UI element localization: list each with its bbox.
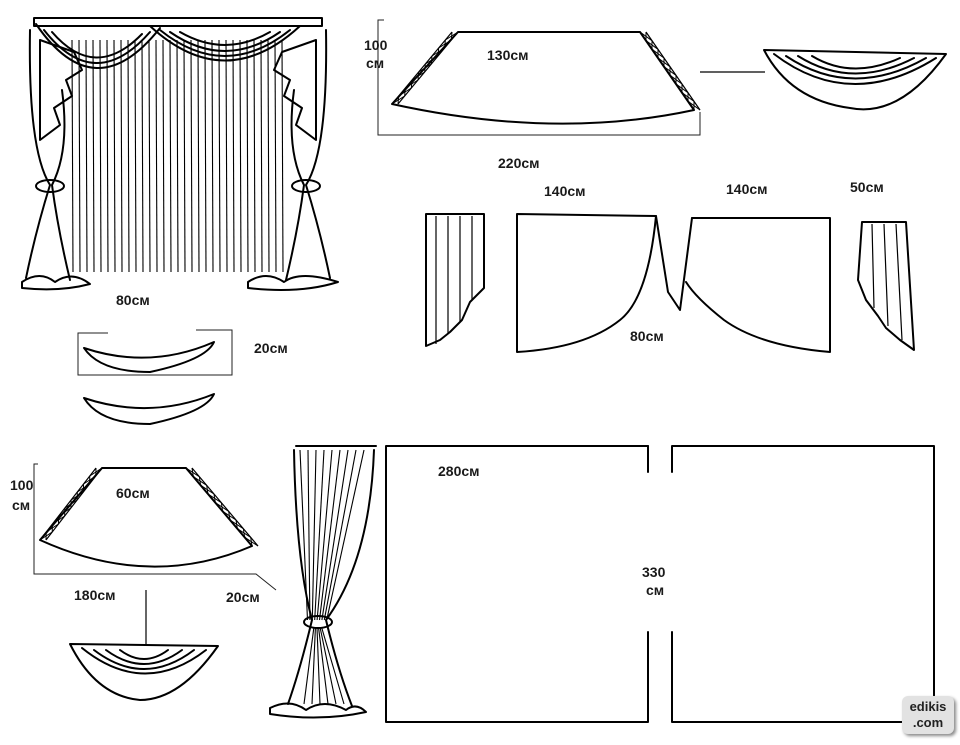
panel-pleat-line: [320, 628, 336, 704]
finished-curtain-illustration: [22, 18, 338, 290]
swag-top-width: 130см: [487, 47, 529, 63]
sheer-pleat-line: [114, 40, 115, 272]
panel-height-unit: см: [646, 582, 664, 598]
tieback-pattern: 80см 20см: [78, 292, 288, 424]
small-swag-side: 20см: [226, 589, 260, 605]
panel-pleat-line: [308, 450, 310, 620]
lace-trim-stroke: [398, 96, 399, 104]
half-panel-left-width: 140см: [544, 183, 586, 199]
sheer-pleat-line: [79, 40, 80, 272]
sheer-pleats: [72, 40, 283, 272]
panel-width: 280см: [438, 463, 480, 479]
small-swag-height-unit: см: [12, 497, 30, 513]
panel-pleat-line: [322, 628, 344, 704]
sheer-pleat-line: [247, 40, 248, 272]
sheer-pleat-line: [107, 40, 108, 272]
sheer-pleat-line: [261, 40, 262, 272]
half-panel-left: [517, 214, 692, 352]
panel-height-value: 330: [642, 564, 666, 580]
swag-pattern-small: 100 см 60см 180см 20см: [10, 464, 276, 644]
small-swag-bottom-width: 180см: [74, 587, 116, 603]
half-panel-right: [686, 218, 830, 352]
sheer-pleat-line: [212, 40, 213, 272]
sheer-pleat-line: [184, 40, 185, 272]
cascade-left: [426, 214, 484, 346]
lace-trim-stroke: [418, 72, 419, 80]
finished-swag-small: [70, 644, 218, 700]
sheer-pleat-line: [205, 40, 206, 272]
small-swag-top-width: 60см: [116, 485, 150, 501]
sheer-pleat-line: [149, 40, 150, 272]
sheer-pleat-line: [163, 40, 164, 272]
sheer-pleat-line: [198, 40, 199, 272]
sheer-pleat-line: [219, 40, 220, 272]
swag-height-value: 100: [364, 37, 388, 53]
swag-height-unit: см: [366, 55, 384, 71]
cascade-right: [858, 222, 914, 350]
tieback-width: 20см: [254, 340, 288, 356]
sheer-pleat-line: [170, 40, 171, 272]
lace-trim-stroke: [451, 32, 452, 40]
sheer-pleat-line: [156, 40, 157, 272]
sheer-pleat-line: [121, 40, 122, 272]
sheer-pleat-line: [86, 40, 87, 272]
half-panel-right-width: 140см: [726, 181, 768, 197]
swag-pattern-large: 130см 100 см 220см: [364, 20, 765, 171]
watermark-line-1: edikis: [902, 699, 954, 715]
sheer-pleat-line: [254, 40, 255, 272]
finished-swag-large: [764, 50, 946, 109]
sheer-pleat-line: [240, 40, 241, 272]
sheer-pleat-line: [268, 40, 269, 272]
small-swag-height-value: 100: [10, 477, 34, 493]
sheer-pleat-line: [191, 40, 192, 272]
half-panel-drop: 80см: [630, 328, 664, 344]
curtain-panel-illustration: [270, 446, 376, 718]
sheer-pleat-line: [177, 40, 178, 272]
lace-trim-stroke: [411, 80, 412, 88]
panel-pleat-line: [327, 450, 364, 620]
main-panel-left: [386, 446, 648, 722]
sheer-pleat-line: [233, 40, 234, 272]
sheer-pleat-line: [100, 40, 101, 272]
cascade-width: 50см: [850, 179, 884, 195]
tieback-length: 80см: [116, 292, 150, 308]
lace-trim-stroke: [431, 56, 432, 64]
sheer-pleat-line: [135, 40, 136, 272]
sheer-pleat-line: [226, 40, 227, 272]
panel-pleat-line: [322, 450, 348, 620]
sheer-pleat-line: [275, 40, 276, 272]
swag-bottom-width: 220см: [498, 155, 540, 171]
curtain-panel-pleats: [300, 450, 364, 704]
main-panel-right: [672, 446, 934, 722]
panel-pleat-line: [312, 450, 316, 620]
watermark-line-2: .com: [902, 715, 954, 731]
lace-trim-stroke: [405, 88, 406, 96]
lace-trim-stroke: [445, 40, 446, 48]
sheer-pleat-line: [93, 40, 94, 272]
site-watermark: edikis .com: [902, 696, 954, 734]
sheer-pleat-line: [142, 40, 143, 272]
sheer-pleat-line: [128, 40, 129, 272]
lace-trim-stroke: [425, 64, 426, 72]
panel-pleat-line: [324, 450, 356, 620]
lace-trim-stroke: [438, 48, 439, 56]
